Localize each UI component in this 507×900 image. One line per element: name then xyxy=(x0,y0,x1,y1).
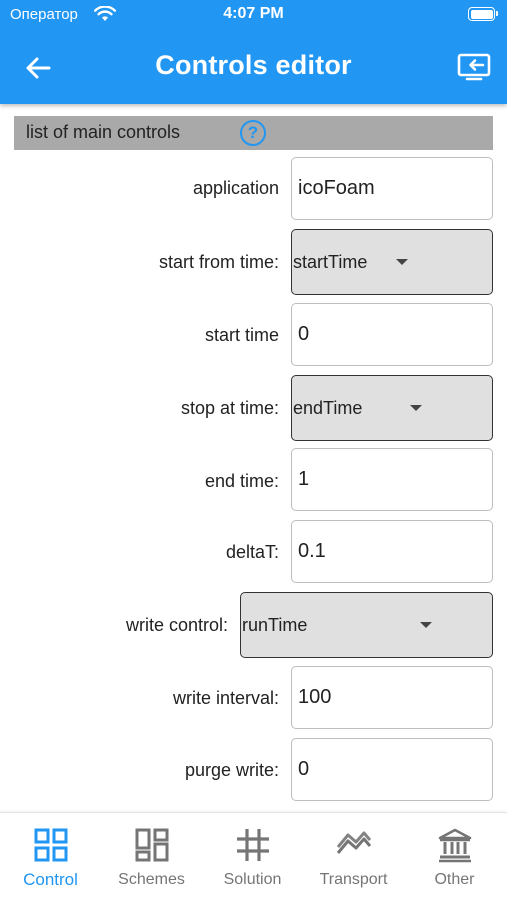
application-field[interactable]: icoFoam xyxy=(291,157,493,220)
write-interval-label: write interval: xyxy=(172,688,279,708)
bottom-navigation: Control Schemes Solution Transport O xyxy=(0,812,507,900)
write-interval-value: 100 xyxy=(298,686,332,708)
purge-write-label: purge write: xyxy=(184,760,279,780)
end-time-label: end time: xyxy=(204,471,279,491)
write-control-value: runTime xyxy=(242,614,308,635)
nav-control[interactable]: Control xyxy=(0,813,101,900)
status-bar: Оператор 4:07 PM xyxy=(0,0,507,30)
nav-schemes[interactable]: Schemes xyxy=(101,813,202,900)
app-header: Оператор 4:07 PM Controls editor xyxy=(0,0,507,104)
start-time-label: start time xyxy=(204,325,279,345)
hash-icon xyxy=(237,829,269,861)
back-button[interactable] xyxy=(20,50,56,86)
stop-at-time-value: endTime xyxy=(293,397,363,418)
start-from-time-dropdown[interactable]: startTime xyxy=(291,229,493,295)
exit-screen-icon xyxy=(457,53,491,81)
page-title: Controls editor xyxy=(155,50,352,80)
nav-transport-label: Transport xyxy=(319,871,388,888)
write-control-label: write control: xyxy=(125,615,228,635)
purge-write-value: 0 xyxy=(298,758,310,780)
arrow-left-icon xyxy=(26,57,51,79)
carrier-name: Оператор xyxy=(10,6,78,23)
nav-schemes-label: Schemes xyxy=(118,871,185,888)
dashboard-icon xyxy=(135,828,169,862)
nav-transport[interactable]: Transport xyxy=(303,813,404,900)
section-title: list of main controls xyxy=(26,122,181,142)
end-time-value: 1 xyxy=(298,468,310,490)
end-time-field[interactable]: 1 xyxy=(291,448,493,511)
nav-other[interactable]: Other xyxy=(404,813,505,900)
caret-down-icon xyxy=(410,405,422,411)
stop-at-time-dropdown[interactable]: endTime xyxy=(291,375,493,441)
application-label: application xyxy=(192,178,279,198)
bank-icon xyxy=(438,828,472,863)
nav-solution-label: Solution xyxy=(223,871,282,888)
start-time-field[interactable]: 0 xyxy=(291,303,493,366)
write-control-dropdown[interactable]: runTime xyxy=(240,592,493,658)
caret-down-icon xyxy=(396,259,408,265)
nav-solution[interactable]: Solution xyxy=(202,813,303,900)
app-bar: Controls editor xyxy=(0,30,507,104)
stop-at-time-label: stop at time: xyxy=(180,398,279,418)
nav-control-label: Control xyxy=(23,870,78,889)
caret-down-icon xyxy=(420,622,432,628)
purge-write-field[interactable]: 0 xyxy=(291,738,493,801)
battery-icon xyxy=(468,7,498,21)
start-from-time-value: startTime xyxy=(293,251,368,272)
delta-t-field[interactable]: 0.1 xyxy=(291,520,493,583)
start-time-value: 0 xyxy=(298,323,310,345)
write-interval-field[interactable]: 100 xyxy=(291,666,493,729)
application-value: icoFoam xyxy=(298,177,375,199)
section-header: list of main controls ? xyxy=(14,116,493,150)
trend-icon xyxy=(336,831,372,854)
delta-t-label: deltaT: xyxy=(225,542,279,562)
nav-other-label: Other xyxy=(434,871,475,888)
help-icon[interactable]: ? xyxy=(240,120,266,146)
exit-button[interactable] xyxy=(455,50,493,84)
start-from-time-label: start from time: xyxy=(158,252,279,272)
grid-icon xyxy=(34,828,68,862)
status-time: 4:07 PM xyxy=(223,5,284,22)
delta-t-value: 0.1 xyxy=(298,540,326,562)
wifi-icon xyxy=(94,5,116,27)
